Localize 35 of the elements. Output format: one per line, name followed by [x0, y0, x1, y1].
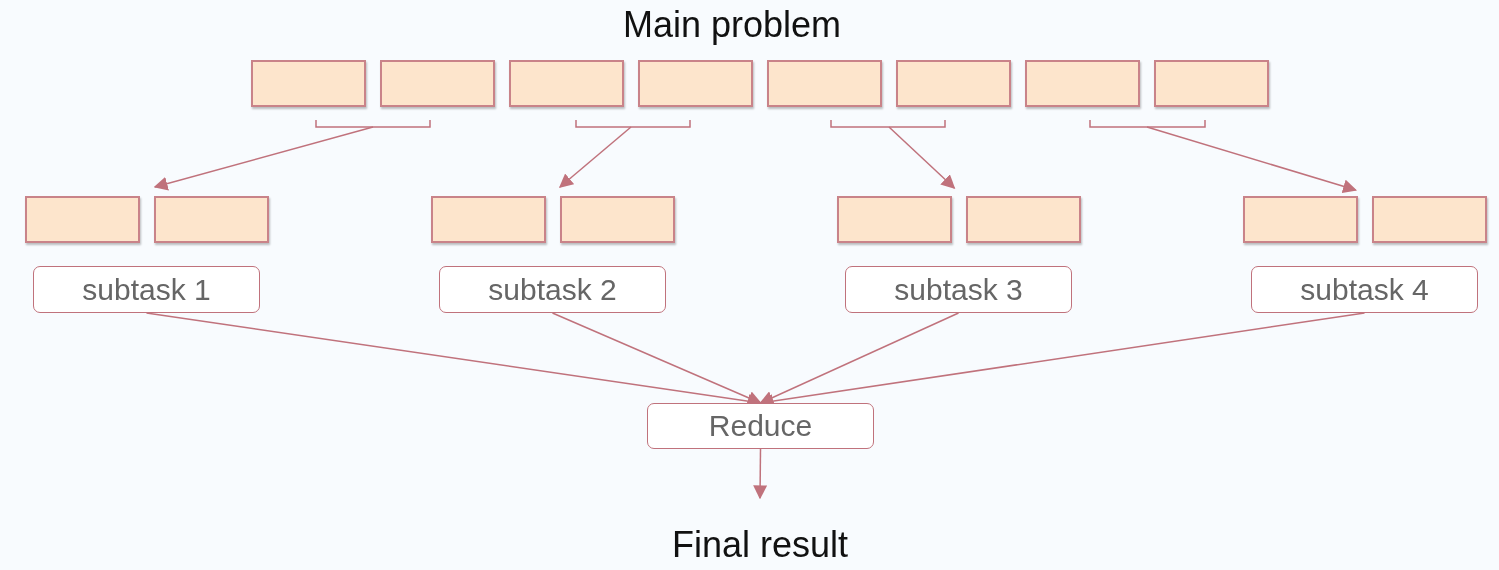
arrow — [153, 126, 374, 191]
empty-box — [431, 196, 546, 243]
arrow — [1146, 126, 1358, 194]
empty-box — [380, 60, 495, 107]
empty-box — [896, 60, 1011, 107]
empty-box — [767, 60, 882, 107]
task-box — [647, 403, 874, 449]
empty-box — [154, 196, 269, 243]
empty-box — [25, 196, 140, 243]
task-box — [845, 266, 1072, 313]
task-box — [33, 266, 260, 313]
node-label: subtask 2 — [488, 272, 617, 307]
task-box — [439, 266, 666, 313]
empty-box — [638, 60, 753, 107]
empty-box — [1025, 60, 1140, 107]
empty-box — [1243, 196, 1358, 243]
empty-box — [509, 60, 624, 107]
title: Main problem — [622, 4, 842, 45]
empty-box — [560, 196, 675, 243]
empty-box — [1154, 60, 1269, 107]
arrow — [558, 126, 632, 188]
arrow — [551, 312, 762, 405]
node-label: Reduce — [708, 409, 813, 443]
empty-box — [966, 196, 1081, 243]
task-box — [1251, 266, 1478, 313]
empty-box — [251, 60, 366, 107]
node-label: subtask 3 — [894, 272, 1023, 307]
empty-box — [1372, 196, 1487, 243]
empty-box — [837, 196, 952, 243]
node-label: subtask 4 — [1300, 272, 1429, 307]
arrow — [759, 312, 960, 405]
node-label: Final result — [671, 524, 849, 566]
arrow — [888, 126, 956, 189]
arrow — [753, 448, 768, 500]
node-label: subtask 1 — [82, 272, 211, 307]
